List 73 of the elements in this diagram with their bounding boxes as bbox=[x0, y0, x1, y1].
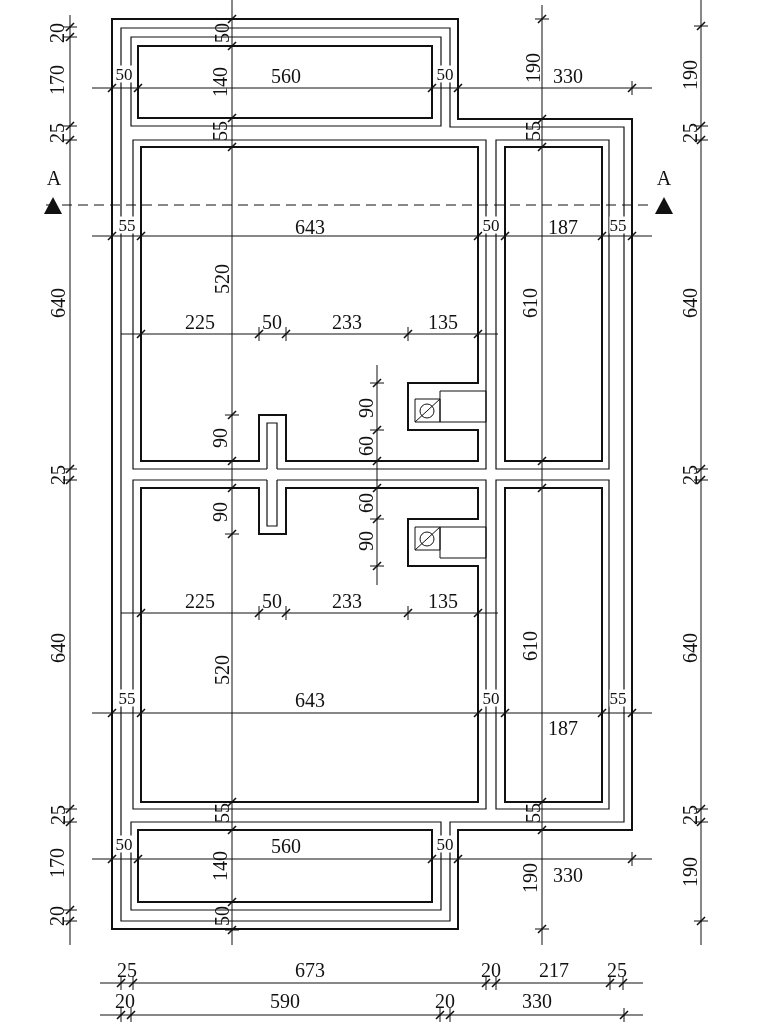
dimension-text: 330 bbox=[553, 66, 583, 86]
dimension-text: 50 bbox=[212, 23, 232, 43]
dimension-text: 610 bbox=[520, 288, 540, 318]
dimension-text: 55 bbox=[609, 216, 627, 234]
dimension-text: 20 bbox=[115, 991, 135, 1011]
dimension-text: 170 bbox=[47, 65, 67, 95]
dimension-text: 190 bbox=[520, 863, 540, 893]
dimension-text: 20 bbox=[481, 960, 501, 980]
dimension-text: 50 bbox=[262, 591, 282, 611]
dimension-text: 90 bbox=[356, 531, 376, 551]
dimension-text: 640 bbox=[48, 633, 68, 663]
dimension-text: 190 bbox=[680, 857, 700, 887]
dimension-text: 25 bbox=[48, 805, 68, 825]
dimension-text: 90 bbox=[356, 398, 376, 418]
dimension-text: 25 bbox=[47, 123, 67, 143]
dimension-text: 55 bbox=[118, 689, 136, 707]
dimension-text: 135 bbox=[428, 591, 458, 611]
section-label: A bbox=[656, 168, 672, 188]
dimension-text: 640 bbox=[680, 288, 700, 318]
dimension-text: 640 bbox=[680, 633, 700, 663]
dimension-text: 140 bbox=[210, 67, 230, 97]
dimension-text: 330 bbox=[553, 865, 583, 885]
dimension-text: 25 bbox=[680, 465, 700, 485]
dimension-text: 640 bbox=[48, 288, 68, 318]
dimension-text: 170 bbox=[47, 848, 67, 878]
dimension-text: 190 bbox=[523, 53, 543, 83]
dimension-text: 50 bbox=[436, 65, 454, 83]
dimension-text: 55 bbox=[523, 121, 543, 141]
dimension-text: 25 bbox=[48, 465, 68, 485]
dimension-text: 60 bbox=[356, 436, 376, 456]
dimension-text: 55 bbox=[609, 689, 627, 707]
dimension-text: 50 bbox=[482, 689, 500, 707]
dimension-text: 673 bbox=[295, 960, 325, 980]
dimension-text: 55 bbox=[523, 803, 543, 823]
dimension-text: 55 bbox=[212, 803, 232, 823]
dimension-text: 233 bbox=[332, 591, 362, 611]
dimension-text: 225 bbox=[185, 591, 215, 611]
dimension-text: 50 bbox=[262, 312, 282, 332]
dimension-text: 55 bbox=[210, 121, 230, 141]
dimension-text: 643 bbox=[295, 217, 325, 237]
dimension-text: 90 bbox=[210, 428, 230, 448]
dimension-text: 50 bbox=[482, 216, 500, 234]
dimension-text: 60 bbox=[356, 493, 376, 513]
dimension-text: 225 bbox=[185, 312, 215, 332]
dimension-text: 50 bbox=[436, 835, 454, 853]
dimension-text: 217 bbox=[539, 960, 569, 980]
dimension-text: 20 bbox=[47, 23, 67, 43]
dimension-text: 25 bbox=[607, 960, 627, 980]
dimension-text: 610 bbox=[520, 631, 540, 661]
section-label: A bbox=[46, 168, 62, 188]
dimension-text: 560 bbox=[271, 66, 301, 86]
dimension-text: 233 bbox=[332, 312, 362, 332]
dimension-text: 187 bbox=[548, 718, 578, 738]
dimension-text: 20 bbox=[47, 906, 67, 926]
dimension-text: 25 bbox=[680, 805, 700, 825]
dimension-text: 140 bbox=[210, 851, 230, 881]
dimension-text: 55 bbox=[118, 216, 136, 234]
dimension-text: 643 bbox=[295, 690, 325, 710]
dimension-text: 20 bbox=[435, 991, 455, 1011]
dimension-text: 135 bbox=[428, 312, 458, 332]
dimension-text: 25 bbox=[680, 123, 700, 143]
dimension-text: 590 bbox=[270, 991, 300, 1011]
dimension-text: 50 bbox=[115, 835, 133, 853]
dimension-text: 50 bbox=[212, 906, 232, 926]
dimension-text: 190 bbox=[680, 60, 700, 90]
dimension-text: 560 bbox=[271, 836, 301, 856]
dimension-text: 520 bbox=[212, 264, 232, 294]
dimension-text: 90 bbox=[210, 502, 230, 522]
dimension-text: 520 bbox=[212, 655, 232, 685]
dimension-text: 25 bbox=[117, 960, 137, 980]
dimension-text: 50 bbox=[115, 65, 133, 83]
dimension-text: 330 bbox=[522, 991, 552, 1011]
dimension-text: 187 bbox=[548, 217, 578, 237]
